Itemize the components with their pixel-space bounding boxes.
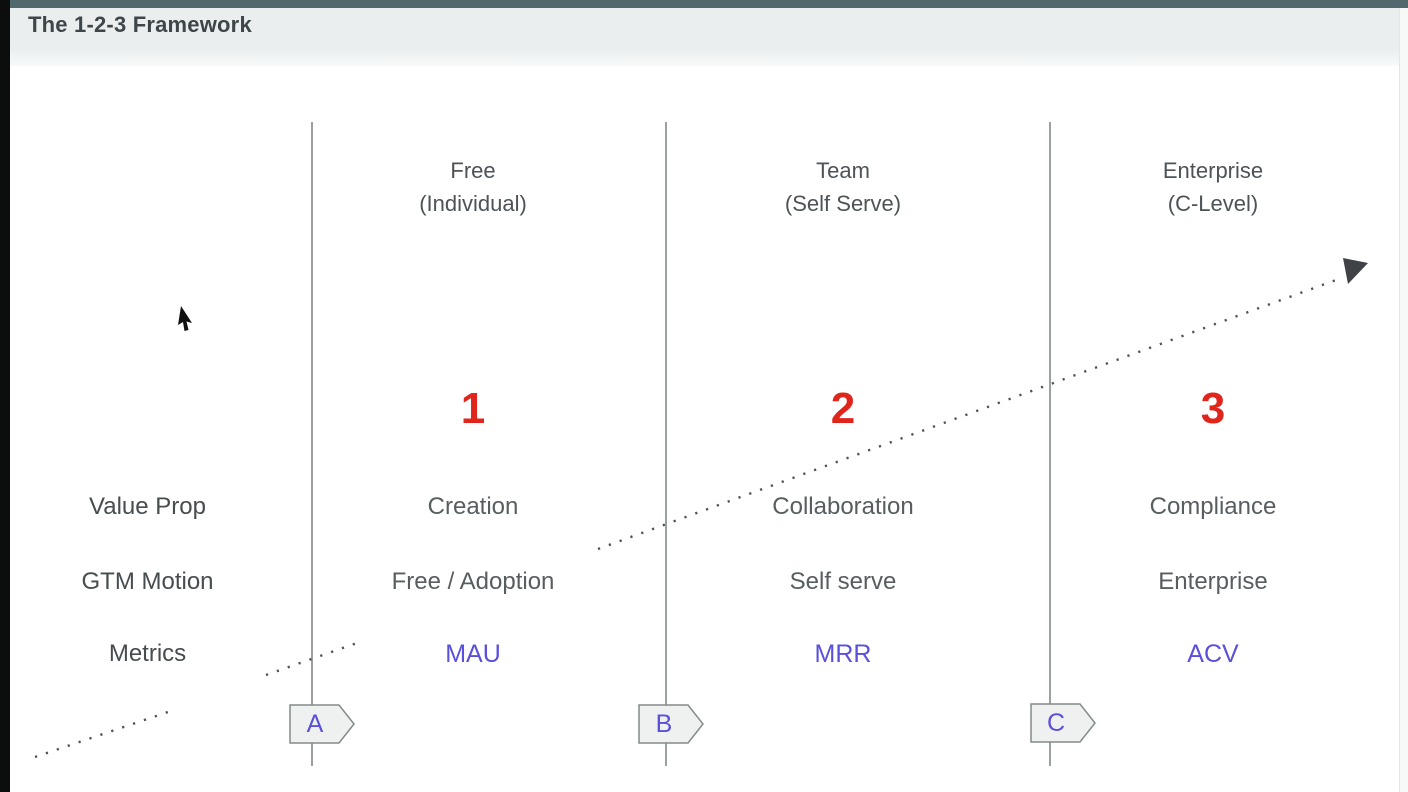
column-header: Free (Individual)	[419, 158, 527, 216]
gtm-motion-cell: Free / Adoption	[391, 568, 555, 595]
slide-header-band	[10, 8, 1408, 66]
milestone-tag-a: A	[289, 704, 355, 744]
page-title: The 1-2-3 Framework	[28, 12, 252, 37]
value-prop-cell: Compliance	[1149, 493, 1277, 520]
stage-number: 3	[1200, 384, 1226, 433]
row-label-gtm-motion: GTM Motion	[81, 568, 214, 595]
right-edge-strip	[1399, 8, 1408, 792]
mouse-cursor-icon	[178, 306, 192, 331]
tag-shape-icon	[289, 704, 355, 744]
milestone-tag-c: C	[1030, 703, 1096, 743]
tag-shape-icon	[638, 704, 704, 744]
column-header: Enterprise (C-Level)	[1162, 158, 1264, 216]
value-prop-cell: Creation	[427, 493, 519, 520]
left-edge-strip	[0, 0, 10, 792]
growth-arrow-head-icon	[1343, 258, 1368, 284]
tag-shape-icon	[1030, 703, 1096, 743]
row-label-metrics: Metrics	[108, 640, 187, 667]
top-edge-strip	[0, 0, 1408, 8]
stage-number: 1	[460, 384, 486, 433]
metric-cell: MRR	[814, 640, 872, 668]
gtm-motion-cell: Self serve	[789, 568, 897, 595]
metric-cell: ACV	[1187, 640, 1239, 668]
growth-arrow-segment-1	[34, 710, 169, 759]
value-prop-cell: Collaboration	[772, 493, 914, 520]
tag-letter: A	[306, 709, 324, 738]
column-header: Team (Self Serve)	[784, 158, 902, 216]
gtm-motion-cell: Enterprise	[1158, 568, 1268, 595]
row-label-value-prop: Value Prop	[89, 493, 206, 520]
tag-letter: B	[655, 709, 673, 738]
milestone-tag-b: B	[638, 704, 704, 744]
tag-letter: C	[1046, 708, 1066, 737]
metric-cell: MAU	[445, 640, 501, 668]
stage-number: 2	[830, 384, 856, 433]
